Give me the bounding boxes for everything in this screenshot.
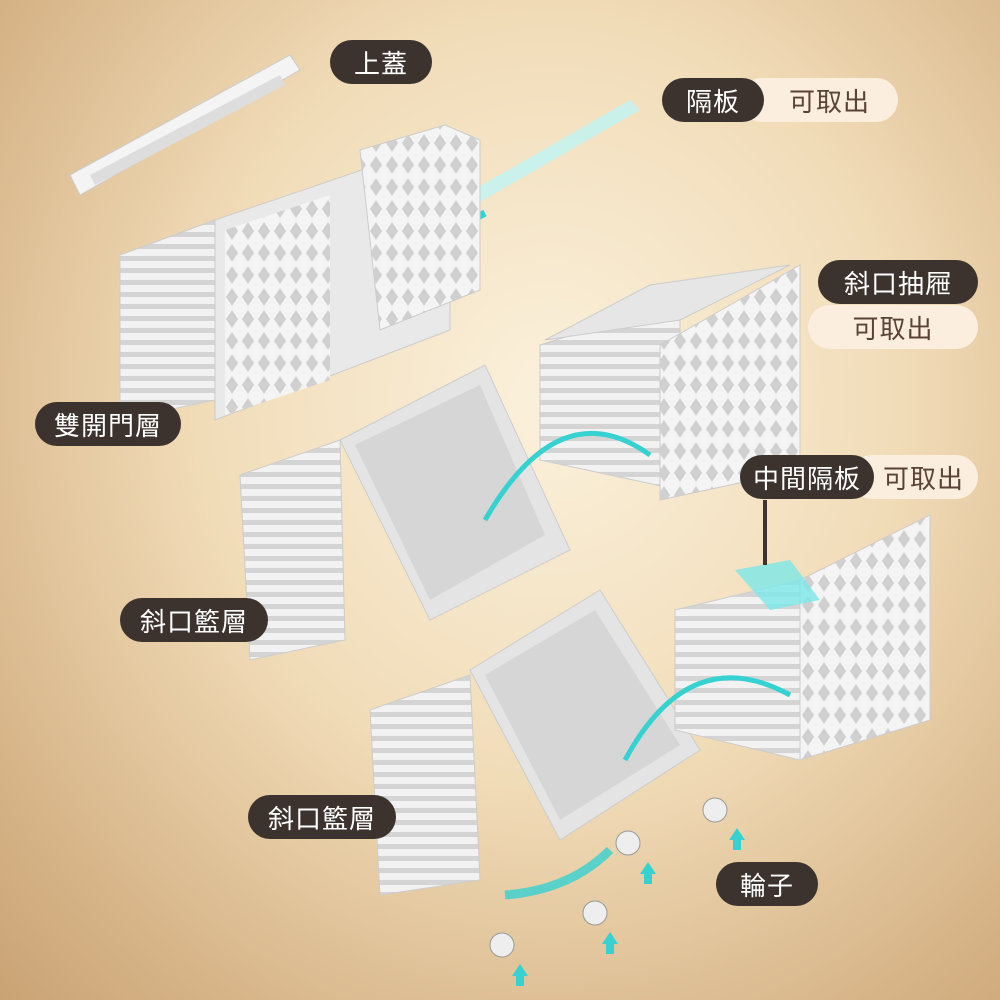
label-drawer: 斜口抽屜 (818, 260, 978, 304)
middle-divider-note-text: 可取出 (882, 464, 964, 495)
label-basket-1: 斜口籃層 (120, 598, 268, 642)
drawer-part (539, 264, 801, 501)
lid-part (69, 54, 301, 196)
wheel-arrows (512, 828, 745, 986)
wheels-part (489, 797, 728, 958)
label-wheels: 輪子 (716, 862, 818, 906)
label-lid: 上蓋 (330, 40, 432, 84)
motion-arrows (482, 430, 792, 900)
label-divider-note: 可取出 (740, 78, 898, 122)
label-drawer-note: 可取出 (808, 305, 978, 349)
divider-note-text: 可取出 (788, 87, 870, 118)
label-basket-2: 斜口籃層 (248, 795, 396, 839)
label-double-door: 雙開門層 (35, 402, 181, 446)
basket-layer-2-part (369, 589, 701, 896)
label-middle-divider: 中間隔板 (740, 455, 874, 499)
basket-layer-1-part (239, 364, 571, 661)
middle-divider-drawer-part (674, 500, 931, 761)
label-divider: 隔板 (662, 78, 764, 122)
double-door-layer-part (119, 124, 481, 421)
